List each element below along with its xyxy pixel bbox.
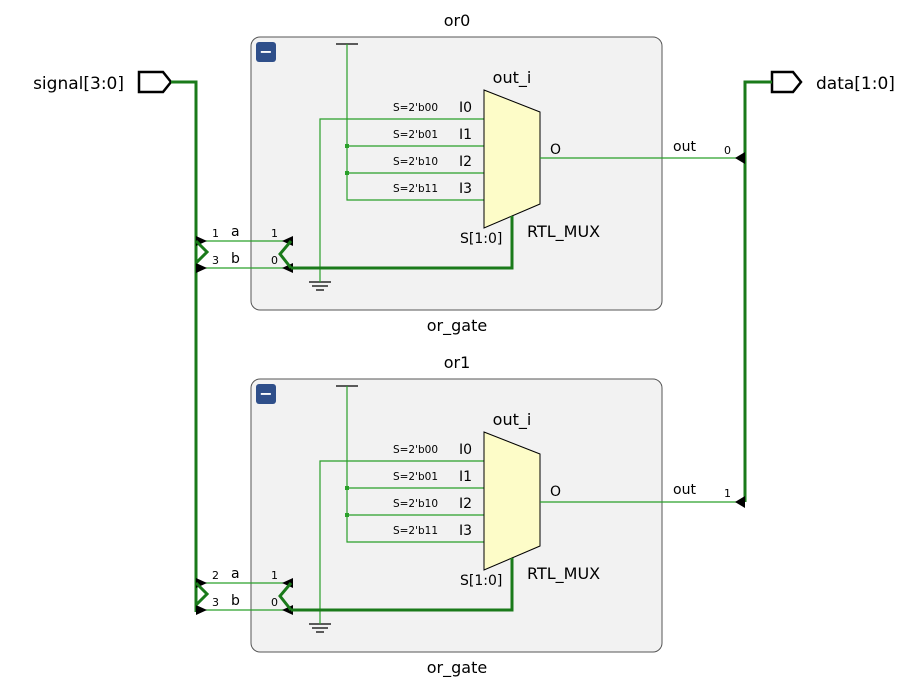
mux-input-label: I2 (459, 154, 472, 170)
pin-name: b (231, 251, 240, 267)
junction-dot (345, 144, 349, 148)
pin-outer-index: 2 (212, 569, 219, 582)
instance-or1[interactable]: or1 − or_gate S=2'b00 S=2'b01 S=2'b10 S=… (194, 353, 745, 678)
pin-outer-index: 3 (212, 254, 219, 267)
bus-tap (194, 239, 210, 265)
output-port-icon[interactable] (770, 70, 803, 94)
pin-name: a (231, 566, 240, 582)
output-bus[interactable] (743, 80, 772, 502)
mux-symbol[interactable] (483, 89, 541, 229)
out-arrow-icon (735, 496, 745, 508)
instance-or0[interactable]: or0 − or_gate S=2'b00 S=2'b01 S=2'b10 S=… (194, 11, 745, 336)
collapse-button[interactable] (256, 42, 276, 62)
mux-input-label: I0 (459, 442, 472, 458)
pin-inner-index: 0 (271, 596, 278, 609)
mux-sel-label: S[1:0] (460, 573, 502, 589)
mux-input-label: I1 (459, 127, 472, 143)
instance-module: or_gate (427, 316, 487, 336)
pin-arrow-icon (196, 605, 207, 615)
select-label: S=2'b00 (393, 102, 438, 114)
input-port-label: signal[3:0] (33, 74, 124, 94)
mux-input-label: I3 (459, 523, 472, 539)
pin-inner-index: 1 (271, 227, 278, 240)
mux-type: RTL_MUX (527, 222, 600, 242)
pin-inner-index: 0 (271, 254, 278, 267)
select-label: S=2'b01 (393, 471, 438, 483)
pin-outer-index: 3 (212, 596, 219, 609)
bus-tap (194, 581, 210, 607)
select-label: S=2'b11 (393, 183, 438, 195)
select-label: S=2'b01 (393, 129, 438, 141)
select-bus[interactable] (291, 558, 514, 612)
out-arrow-icon (735, 152, 745, 164)
mux-name: out_i (493, 68, 532, 88)
out-index-label: 1 (724, 487, 731, 500)
instance-name: or0 (444, 11, 471, 30)
mux-input-label: I2 (459, 496, 472, 512)
mux-input-label: I3 (459, 181, 472, 197)
select-label: S=2'b10 (393, 156, 438, 168)
bus-tap (278, 582, 293, 611)
mux-sel-label: S[1:0] (460, 231, 502, 247)
bus-tap (278, 240, 293, 269)
out-index-label: 0 (724, 144, 731, 157)
mux-output-label: O (550, 484, 561, 500)
junction-dot (345, 171, 349, 175)
out-pin-label: out (673, 482, 696, 498)
ground-wire[interactable] (319, 460, 484, 624)
mux-output-label: O (550, 142, 561, 158)
select-label: S=2'b00 (393, 444, 438, 456)
select-label: S=2'b11 (393, 525, 438, 537)
pin-arrow-icon (196, 263, 207, 273)
input-bus[interactable] (171, 80, 198, 612)
instance-module: or_gate (427, 658, 487, 678)
collapse-button[interactable] (256, 384, 276, 404)
out-pin-label: out (673, 139, 696, 155)
pin-outer-index: 1 (212, 227, 219, 240)
select-label: S=2'b10 (393, 498, 438, 510)
instance-name: or1 (444, 353, 471, 372)
mux-name: out_i (493, 410, 532, 430)
mux-type: RTL_MUX (527, 564, 600, 584)
junction-dot (345, 486, 349, 490)
collapse-icon: − (259, 384, 272, 403)
output-port-label: data[1:0] (816, 74, 895, 94)
select-bus[interactable] (291, 216, 514, 270)
pin-name: a (231, 224, 240, 240)
vcc-wire[interactable] (346, 386, 484, 543)
mux-symbol[interactable] (483, 431, 541, 571)
mux-input-label: I1 (459, 469, 472, 485)
pin-inner-index: 1 (271, 569, 278, 582)
input-port-icon[interactable] (137, 70, 173, 94)
pin-name: b (231, 593, 240, 609)
mux-input-label: I0 (459, 100, 472, 116)
vcc-wire[interactable] (346, 44, 484, 201)
ground-wire[interactable] (319, 118, 484, 282)
junction-dot (345, 513, 349, 517)
collapse-icon: − (259, 42, 272, 61)
